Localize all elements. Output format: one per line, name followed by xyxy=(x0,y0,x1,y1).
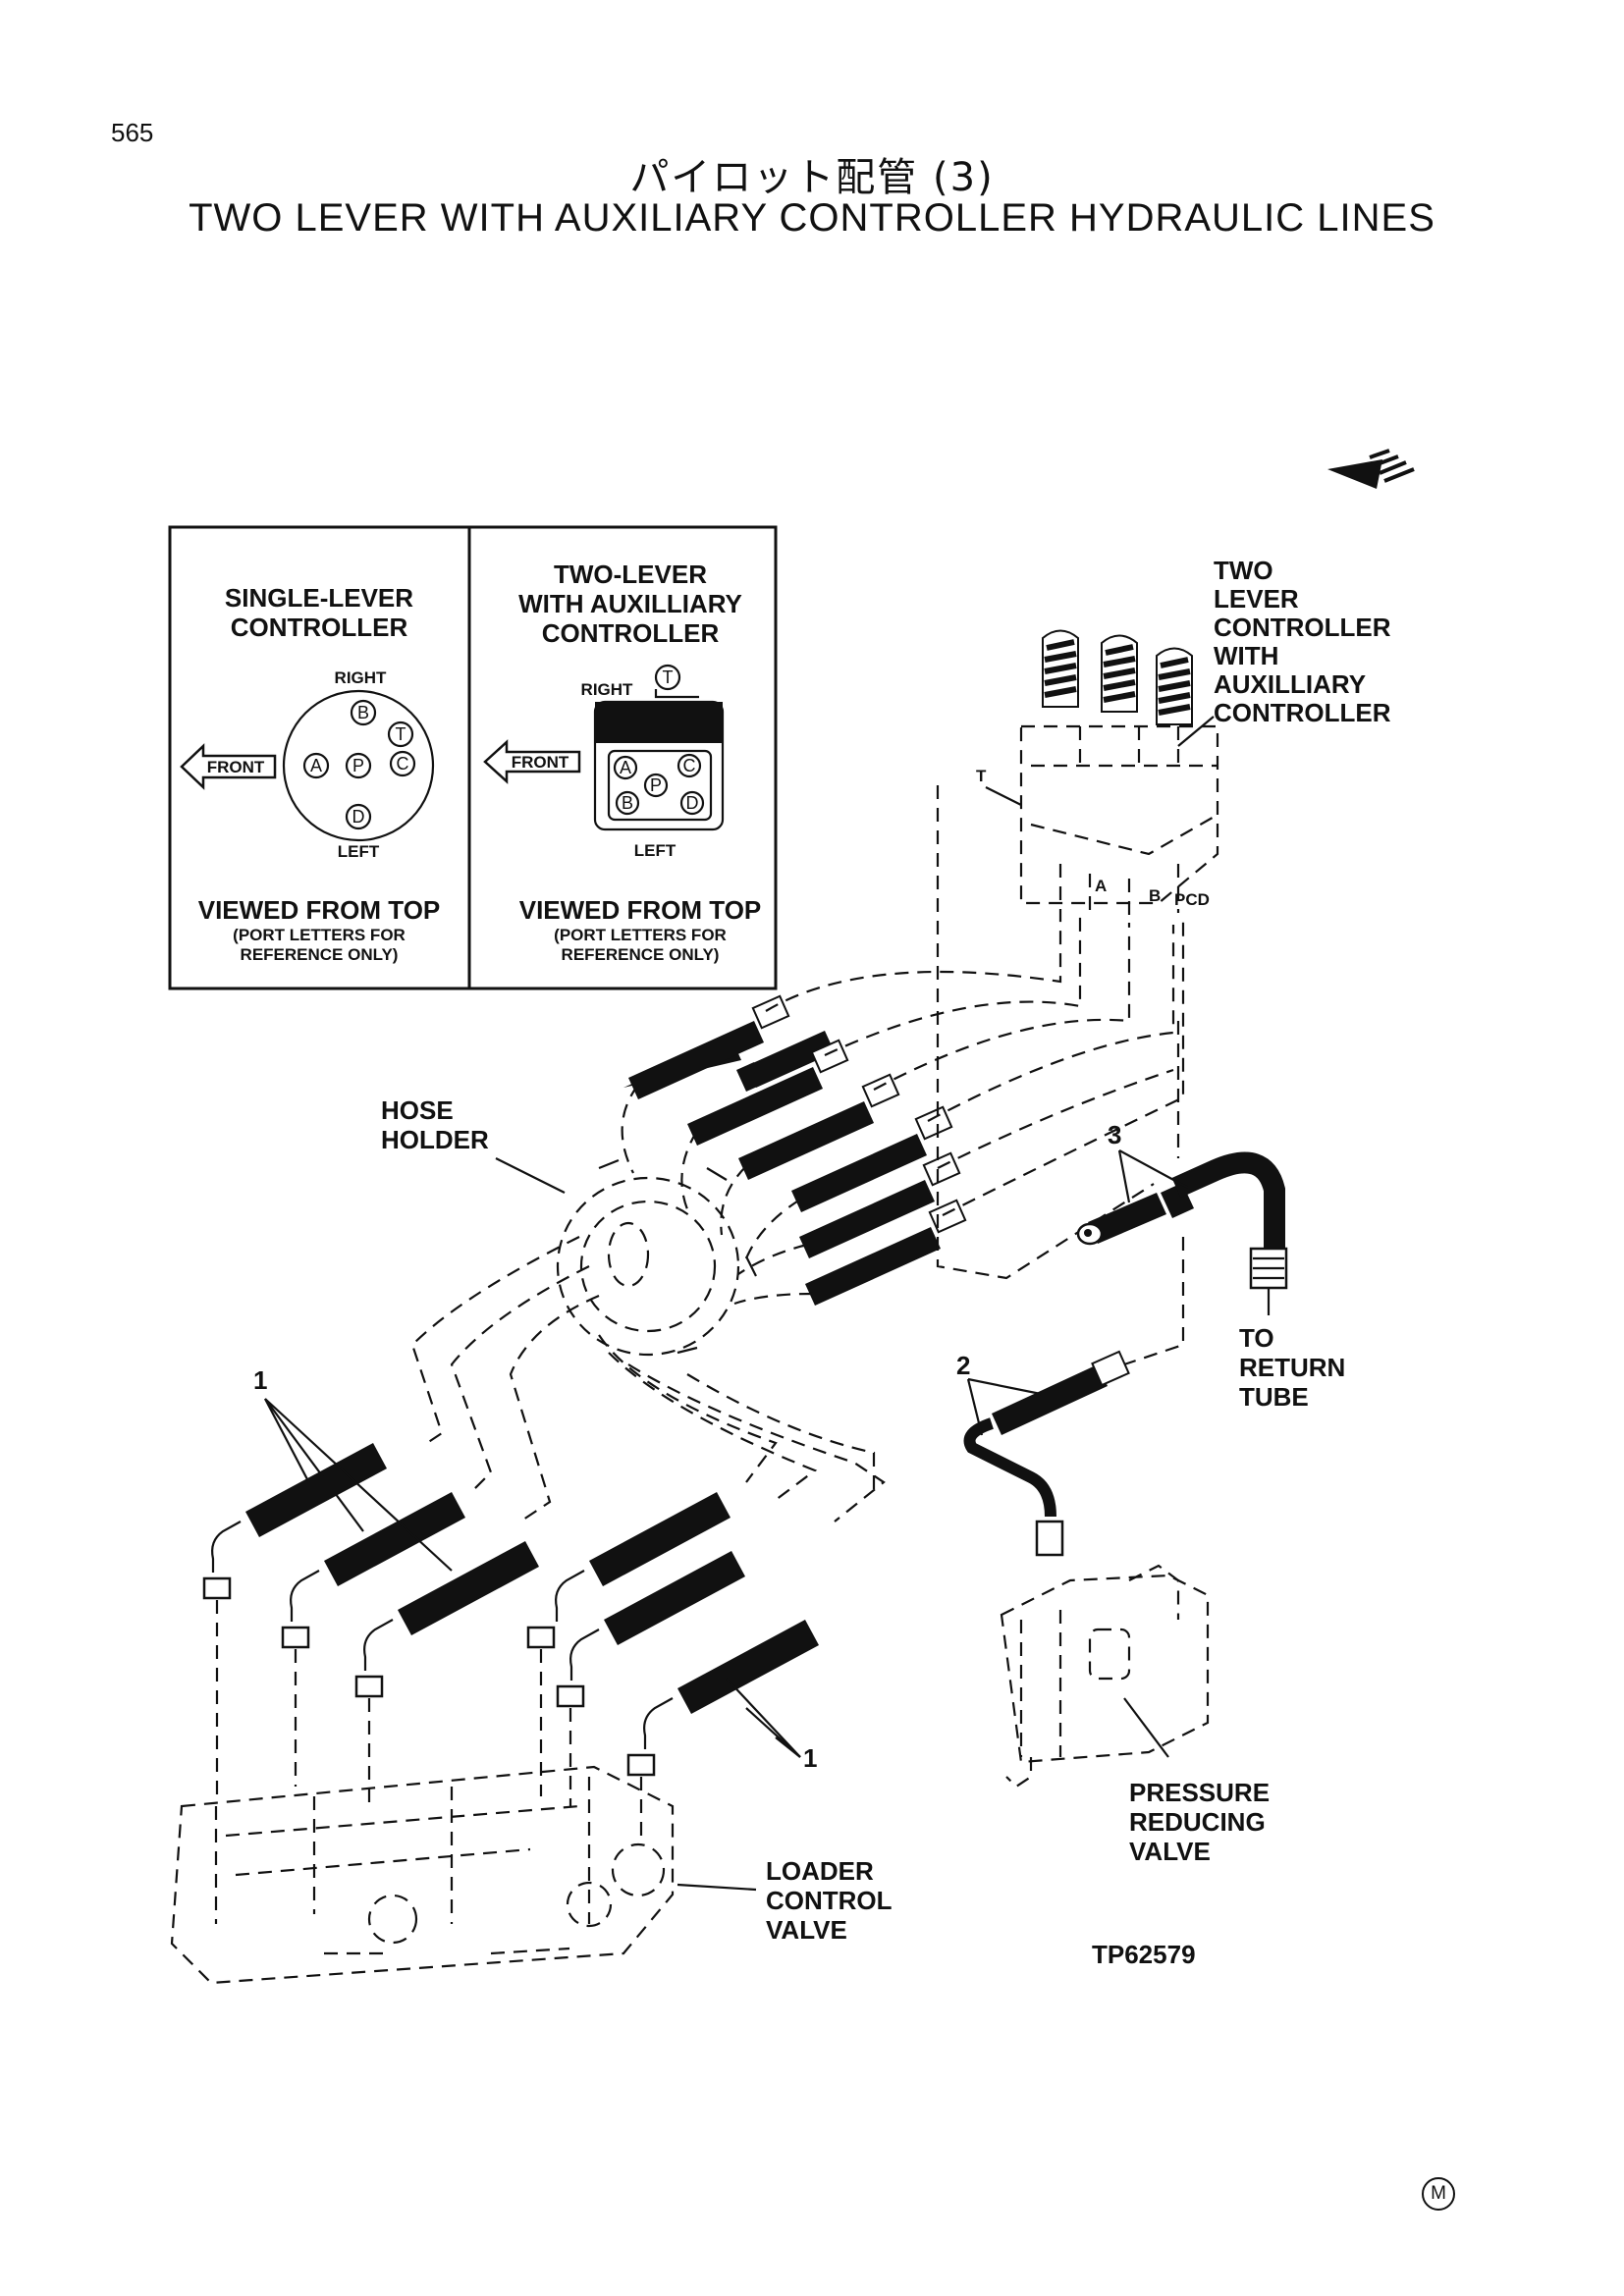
svg-text:TWO: TWO xyxy=(1214,556,1273,585)
item-1-callout-right: 1 xyxy=(726,1678,817,1773)
single-lever-port-c: C xyxy=(389,750,416,777)
hose-holder-callout: HOSE HOLDER xyxy=(381,1095,566,1194)
lower-pilot-hoses-right xyxy=(526,1492,819,1777)
svg-text:HOLDER: HOLDER xyxy=(381,1125,489,1154)
direction-arrow-icon xyxy=(1327,449,1415,489)
figure-id: TP62579 xyxy=(1092,1940,1196,1969)
svg-text:2: 2 xyxy=(956,1351,970,1380)
item-1-callout-left: 1 xyxy=(253,1365,453,1572)
single-lever-port-p: P xyxy=(345,752,372,779)
svg-text:1: 1 xyxy=(253,1365,267,1395)
svg-text:REDUCING: REDUCING xyxy=(1129,1807,1266,1837)
two-lever-port-a: A xyxy=(613,755,638,780)
svg-text:B: B xyxy=(357,703,369,722)
page-number: 565 xyxy=(111,118,154,147)
lower-dashed-routes xyxy=(410,1236,886,1522)
single-front-arrow-icon: FRONT xyxy=(180,743,277,790)
svg-text:WITH: WITH xyxy=(1214,641,1278,670)
port-reference-inset: SINGLE-LEVER CONTROLLER RIGHT B T A P C … xyxy=(168,525,778,990)
svg-text:CONTROLLER: CONTROLLER xyxy=(1214,698,1391,727)
svg-text:TO: TO xyxy=(1239,1323,1274,1353)
svg-text:C: C xyxy=(683,756,696,775)
svg-text:LOADER: LOADER xyxy=(766,1856,874,1886)
svg-text:FRONT: FRONT xyxy=(512,753,569,772)
single-lever-port-t: T xyxy=(387,721,414,748)
controller-port-b-label: B xyxy=(1149,886,1161,905)
loader-valve-callout: LOADER CONTROL VALVE xyxy=(677,1856,893,1945)
svg-text:P: P xyxy=(352,756,364,775)
single-lever-port-a: A xyxy=(302,752,330,779)
single-viewed-label: VIEWED FROM TOP xyxy=(198,895,441,925)
svg-text:D: D xyxy=(686,793,699,813)
svg-text:VALVE: VALVE xyxy=(766,1915,847,1945)
two-front-arrow-icon: FRONT xyxy=(483,739,581,784)
svg-text:P: P xyxy=(650,775,662,795)
svg-text:3: 3 xyxy=(1108,1120,1121,1149)
hose-holder xyxy=(556,1158,757,1357)
svg-text:T: T xyxy=(396,724,406,744)
two-lever-controller-assembly: A B PCD T xyxy=(976,629,1219,923)
controller-port-a-label: A xyxy=(1095,877,1107,895)
pressure-reducing-valve xyxy=(1000,1564,1210,1789)
single-left-label: LEFT xyxy=(338,842,380,861)
svg-text:1: 1 xyxy=(803,1743,817,1773)
two-lever-port-t: T xyxy=(654,664,681,691)
svg-text:CONTROLLER: CONTROLLER xyxy=(1214,613,1391,642)
two-right-label: RIGHT xyxy=(581,680,634,699)
svg-text:PRESSURE: PRESSURE xyxy=(1129,1778,1270,1807)
page-title: TWO LEVER WITH AUXILIARY CONTROLLER HYDR… xyxy=(189,196,1435,240)
lower-pilot-hoses-left xyxy=(202,1443,539,1698)
controller-port-pcd-label: PCD xyxy=(1174,890,1210,909)
return-dashed-line xyxy=(1123,1021,1185,1366)
two-lever-title-2: WITH AUXILLIARY xyxy=(518,589,742,618)
controller-callout: TWO LEVER CONTROLLER WITH AUXILLIARY CON… xyxy=(1177,556,1391,747)
svg-text:TUBE: TUBE xyxy=(1239,1382,1309,1412)
svg-text:FRONT: FRONT xyxy=(207,758,265,776)
svg-text:A: A xyxy=(620,758,631,777)
svg-text:B: B xyxy=(622,793,633,813)
svg-text:RETURN: RETURN xyxy=(1239,1353,1345,1382)
corner-mark: M xyxy=(1422,2177,1455,2211)
page-title-japanese: パイロット配管 (3) xyxy=(629,155,995,200)
supply-hose-assembly xyxy=(963,1350,1130,1557)
single-note-2: REFERENCE ONLY) xyxy=(241,945,399,964)
upper-pilot-hoses xyxy=(621,913,1185,1306)
pressure-valve-callout: PRESSURE REDUCING VALVE xyxy=(1123,1697,1270,1866)
single-note-1: (PORT LETTERS FOR xyxy=(233,926,406,944)
tank-line xyxy=(936,785,1155,1280)
svg-text:HOSE: HOSE xyxy=(381,1095,454,1125)
single-lever-title-1: SINGLE-LEVER xyxy=(225,583,413,613)
item-2-callout: 2 xyxy=(956,1351,1042,1436)
single-lever-controller-outline xyxy=(282,689,435,842)
return-hose-assembly xyxy=(1076,1151,1288,1315)
return-tube-callout: TO RETURN TUBE xyxy=(1239,1323,1345,1412)
two-note-1: (PORT LETTERS FOR xyxy=(554,926,727,944)
svg-text:VALVE: VALVE xyxy=(1129,1837,1211,1866)
item-3-callout: 3 xyxy=(1108,1120,1189,1203)
two-lever-port-d: D xyxy=(679,790,705,816)
svg-text:AUXILLIARY: AUXILLIARY xyxy=(1214,669,1366,699)
svg-text:D: D xyxy=(352,807,365,827)
two-lever-port-c: C xyxy=(677,753,702,778)
two-viewed-label: VIEWED FROM TOP xyxy=(519,895,762,925)
two-lever-port-b: B xyxy=(615,790,640,816)
two-note-2: REFERENCE ONLY) xyxy=(562,945,720,964)
svg-text:C: C xyxy=(397,754,409,774)
single-lever-title-2: CONTROLLER xyxy=(231,613,408,642)
two-lever-title-3: CONTROLLER xyxy=(542,618,720,648)
controller-port-t-label: T xyxy=(976,767,987,785)
two-lever-port-p: P xyxy=(643,773,669,798)
svg-text:T: T xyxy=(663,667,674,687)
single-lever-port-b: B xyxy=(350,699,377,726)
svg-text:CONTROL: CONTROL xyxy=(766,1886,893,1915)
single-right-label: RIGHT xyxy=(335,668,388,687)
loader-control-valve xyxy=(170,1765,675,1985)
valve-drop-lines xyxy=(215,1600,643,1845)
svg-text:LEVER: LEVER xyxy=(1214,584,1299,614)
svg-text:A: A xyxy=(310,756,322,775)
two-left-label: LEFT xyxy=(634,841,677,860)
two-lever-title-1: TWO-LEVER xyxy=(554,560,707,589)
single-lever-port-d: D xyxy=(345,803,372,830)
